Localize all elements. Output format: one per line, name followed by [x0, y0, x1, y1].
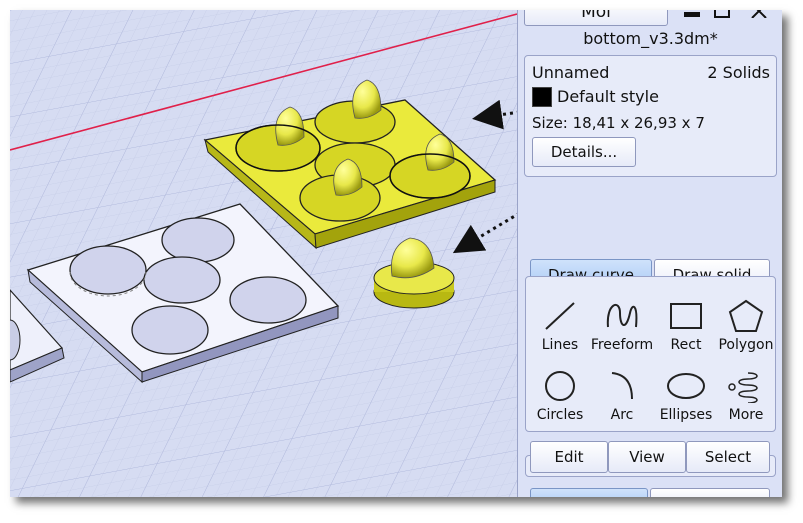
tool-label: Rect	[670, 337, 702, 353]
style-name[interactable]: Default style	[557, 87, 659, 106]
tool-arc[interactable]: Arc	[590, 369, 654, 439]
tool-label: More	[728, 407, 764, 423]
tool-label: Arc	[610, 407, 634, 423]
rect-icon	[670, 303, 702, 329]
size-readout: Size: 18,41 x 26,93 x 7	[532, 114, 705, 132]
arc-icon	[611, 372, 633, 400]
ellipse-icon	[667, 373, 705, 399]
tool-polygon[interactable]: Polygon	[714, 299, 778, 369]
bottom-plate	[26, 203, 340, 384]
tab-bottom-partial[interactable]	[530, 488, 648, 497]
tool-circles[interactable]: Circles	[528, 369, 592, 439]
tool-label: Freeform	[590, 337, 654, 353]
single-bump-solid[interactable]	[373, 237, 455, 309]
file-name: bottom_v3.3dm*	[583, 29, 718, 48]
viewport-scene	[10, 10, 517, 497]
circle-icon	[545, 371, 575, 401]
minimize-icon[interactable]	[684, 12, 700, 17]
tool-label: Lines	[541, 337, 579, 353]
selection-count: 2 Solids	[707, 63, 770, 82]
tool-label: Polygon	[718, 337, 774, 353]
app-window: Moi bottom_v3.3dm* Unnamed 2 Solids Defa…	[10, 10, 782, 497]
tab-edit[interactable]: Edit	[530, 441, 608, 473]
tool-label: Ellipses	[659, 407, 713, 423]
tool-more[interactable]: More	[714, 369, 778, 439]
tool-freeform[interactable]: Freeform	[590, 299, 654, 369]
draw-curve-palette: Lines Freeform Rect Polygon Circles Arc	[525, 276, 776, 432]
x-axis-line	[10, 13, 517, 151]
polygon-icon	[728, 299, 764, 332]
yellow-plate[interactable]	[203, 79, 497, 250]
tab-select[interactable]: Select	[686, 441, 770, 473]
properties-box: Unnamed 2 Solids Default style Size: 18,…	[524, 55, 777, 177]
tool-ellipses[interactable]: Ellipses	[654, 369, 718, 439]
tool-lines[interactable]: Lines	[528, 299, 592, 369]
details-button[interactable]: Details...	[532, 137, 636, 167]
partial-plate	[10, 289, 65, 383]
line-icon	[545, 302, 575, 330]
tab-bottom-partial[interactable]	[650, 488, 770, 497]
tool-rect[interactable]: Rect	[654, 299, 718, 369]
tab-view[interactable]: View	[608, 441, 686, 473]
close-icon[interactable]	[750, 10, 768, 18]
maximize-icon[interactable]	[714, 10, 734, 18]
app-menu-button[interactable]: Moi	[524, 10, 668, 26]
freeform-icon	[606, 303, 638, 328]
object-name[interactable]: Unnamed	[532, 63, 610, 82]
tool-label: Circles	[536, 407, 584, 423]
side-panel: Moi bottom_v3.3dm* Unnamed 2 Solids Defa…	[517, 10, 782, 497]
more-icon	[728, 372, 758, 403]
3d-viewport[interactable]	[10, 10, 517, 497]
style-swatch[interactable]	[532, 87, 552, 107]
